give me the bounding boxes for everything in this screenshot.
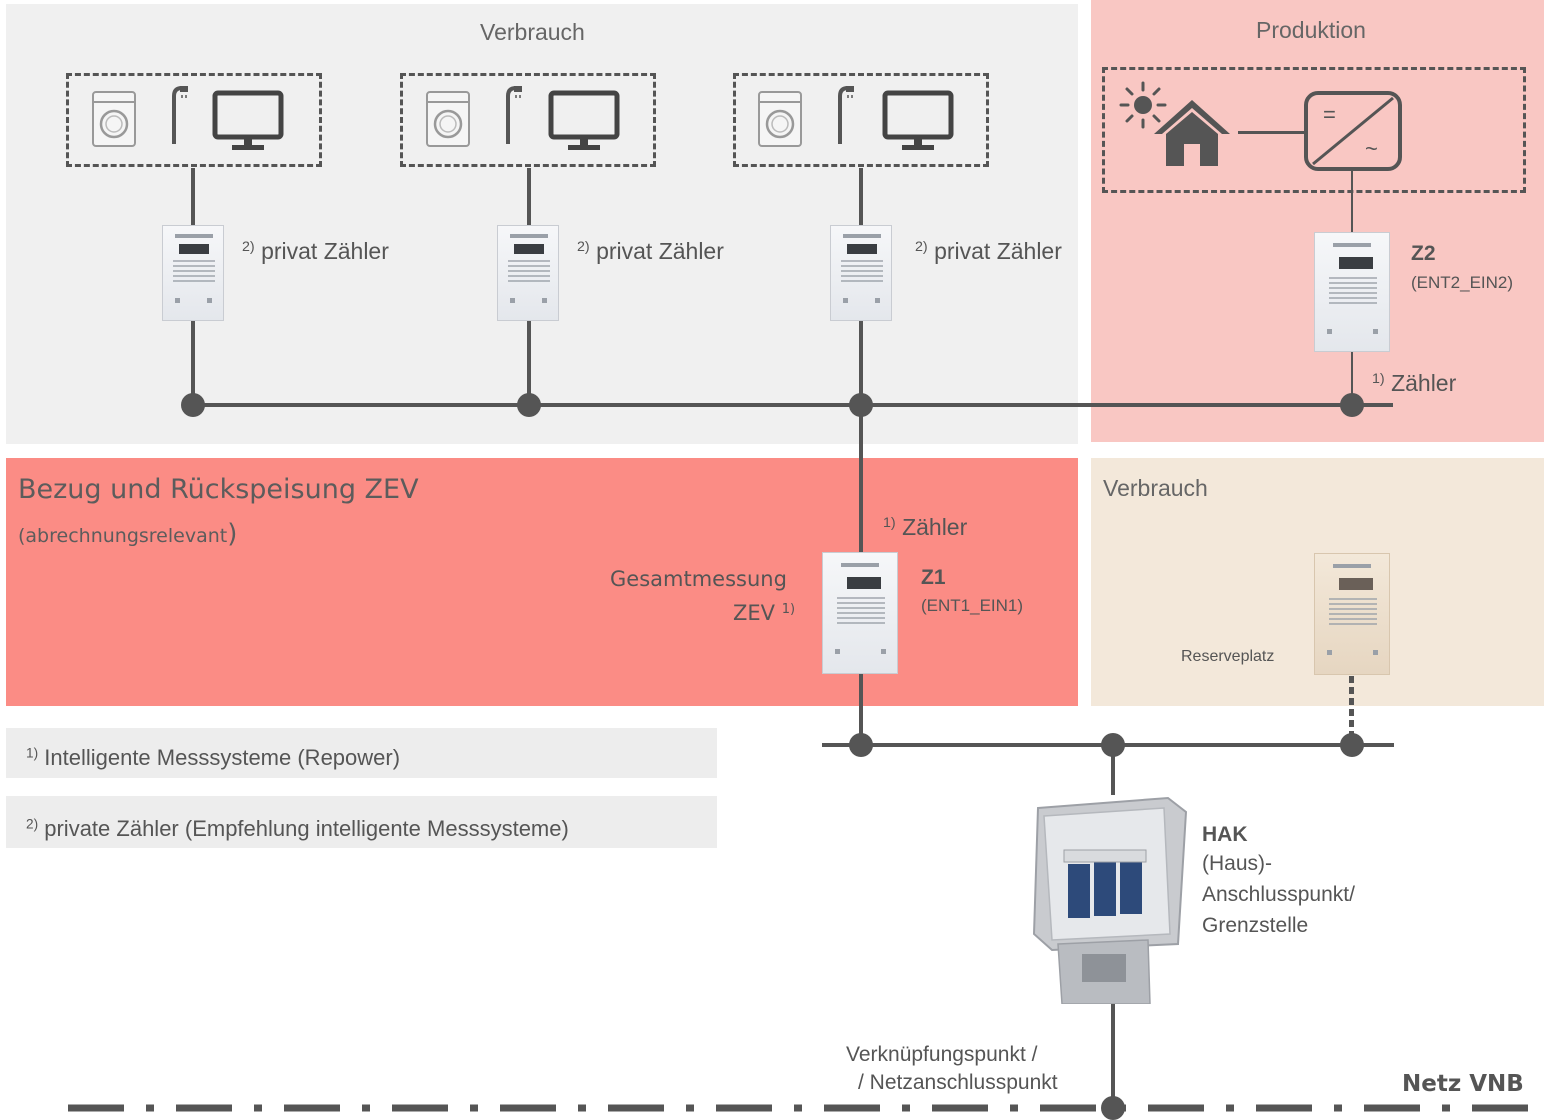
grid-label: Netz VNB — [1402, 1071, 1524, 1097]
consumption-title-top: Verbrauch — [480, 19, 585, 45]
meter-z1-zev-label: ZEV 1) — [733, 601, 795, 625]
junction-dot — [1340, 393, 1364, 417]
footnote-mark: 1) — [1372, 371, 1385, 388]
billing-subtitle-paren: ) — [227, 519, 238, 549]
junction-dot — [1340, 733, 1364, 757]
legend-label: Intelligente Messsysteme (Repower) — [44, 745, 401, 770]
shower-icon — [502, 84, 524, 146]
legend-item-1 — [6, 728, 717, 778]
billing-title: Bezug und Rückspeisung ZEV — [18, 474, 419, 505]
wire-house-inverter — [1238, 131, 1304, 134]
shower-icon — [168, 84, 190, 146]
legend-item-2 — [6, 796, 717, 848]
junction-dot — [181, 393, 205, 417]
shower-icon — [834, 84, 856, 146]
production-title: Produktion — [1256, 17, 1366, 43]
footnote-mark: 1) — [26, 745, 39, 761]
appliance-group-2 — [400, 73, 656, 167]
footnote-mark: 1) — [883, 515, 896, 532]
bus-line-top — [193, 403, 1393, 407]
meter-z2-note-text: Zähler — [1391, 370, 1457, 396]
footnote-mark: 2) — [577, 239, 590, 256]
junction-dot — [1101, 733, 1125, 757]
legend-text-2: 2) private Zähler (Empfehlung intelligen… — [26, 816, 569, 841]
appliance-group-1 — [66, 73, 322, 167]
footnote-mark: 2) — [242, 239, 255, 256]
footnote-mark: 1) — [781, 601, 796, 617]
legend-label: private Zähler (Empfehlung intelligente … — [44, 816, 569, 841]
svg-text:~: ~ — [1365, 136, 1378, 161]
electricity-meter-icon-z2 — [1314, 232, 1390, 352]
hak-line1: (Haus)- — [1202, 852, 1273, 875]
footnote-mark: 2) — [26, 816, 39, 832]
svg-text:=: = — [1323, 102, 1336, 127]
hak-name: HAK — [1202, 823, 1248, 846]
legend-text-1: 1) Intelligente Messsysteme (Repower) — [26, 745, 400, 770]
electricity-meter-icon — [162, 225, 224, 321]
monitor-icon — [212, 90, 284, 152]
footnote-mark: 2) — [915, 239, 928, 256]
billing-zone — [6, 458, 1078, 706]
washing-machine-icon — [91, 90, 137, 148]
private-meter-label-1: 2) privat Zähler — [242, 238, 389, 264]
junction-dot — [849, 733, 873, 757]
electricity-meter-icon — [497, 225, 559, 321]
meter-z1-note: 1) Zähler — [883, 514, 967, 540]
meter-z1-code: (ENT1_EIN1) — [921, 596, 1024, 615]
meter-z1-name: Z1 — [921, 566, 946, 589]
meter-z1-zev-text: ZEV — [733, 601, 776, 625]
sun-icon — [1118, 80, 1168, 130]
electricity-meter-icon-z1 — [822, 552, 898, 674]
private-meter-text: privat Zähler — [596, 238, 724, 264]
washing-machine-icon — [425, 90, 471, 148]
meter-z1-total-label: Gesamtmessung — [610, 567, 787, 591]
junction-dot — [849, 393, 873, 417]
electricity-meter-icon-reserve — [1314, 553, 1390, 675]
consumption-zone-top — [6, 4, 1078, 444]
production-group — [1102, 67, 1526, 193]
house-connection-box-icon — [1028, 794, 1188, 1004]
meter-z2-note: 1) Zähler — [1372, 370, 1456, 396]
monitor-icon — [882, 90, 954, 152]
monitor-icon — [548, 90, 620, 152]
billing-subtitle: (abrechnungsrelevant) — [18, 519, 238, 550]
billing-subtitle-text: (abrechnungsrelevant — [18, 525, 228, 547]
connection-point-line1: Verknüpfungspunkt / — [846, 1043, 1038, 1066]
grid-line — [68, 1104, 1540, 1112]
house-icon — [1152, 98, 1232, 168]
connection-point-line2: / Netzanschlusspunkt — [858, 1071, 1058, 1094]
hak-line3: Grenzstelle — [1202, 914, 1309, 937]
washing-machine-icon — [757, 90, 803, 148]
reserve-label: Reserveplatz — [1181, 648, 1275, 665]
wire-hak-up — [1111, 745, 1115, 795]
consumption-title-bottom: Verbrauch — [1103, 475, 1208, 501]
private-meter-text: privat Zähler — [261, 238, 389, 264]
production-zone — [1091, 0, 1544, 442]
private-meter-label-2: 2) privat Zähler — [577, 238, 724, 264]
meter-z2-name: Z2 — [1411, 242, 1436, 265]
private-meter-text: privat Zähler — [934, 238, 1062, 264]
hak-line2: Anschlusspunkt/ — [1202, 883, 1355, 906]
wire-reserve-dotted — [1349, 676, 1354, 742]
appliance-group-3 — [733, 73, 989, 167]
inverter-icon: = ~ — [1303, 90, 1403, 172]
electricity-meter-icon — [830, 225, 892, 321]
junction-dot — [517, 393, 541, 417]
meter-z1-note-text: Zähler — [902, 514, 968, 540]
private-meter-label-3: 2) privat Zähler — [915, 238, 1062, 264]
wire-hak-down — [1111, 1000, 1115, 1108]
meter-z2-code: (ENT2_EIN2) — [1411, 273, 1514, 292]
